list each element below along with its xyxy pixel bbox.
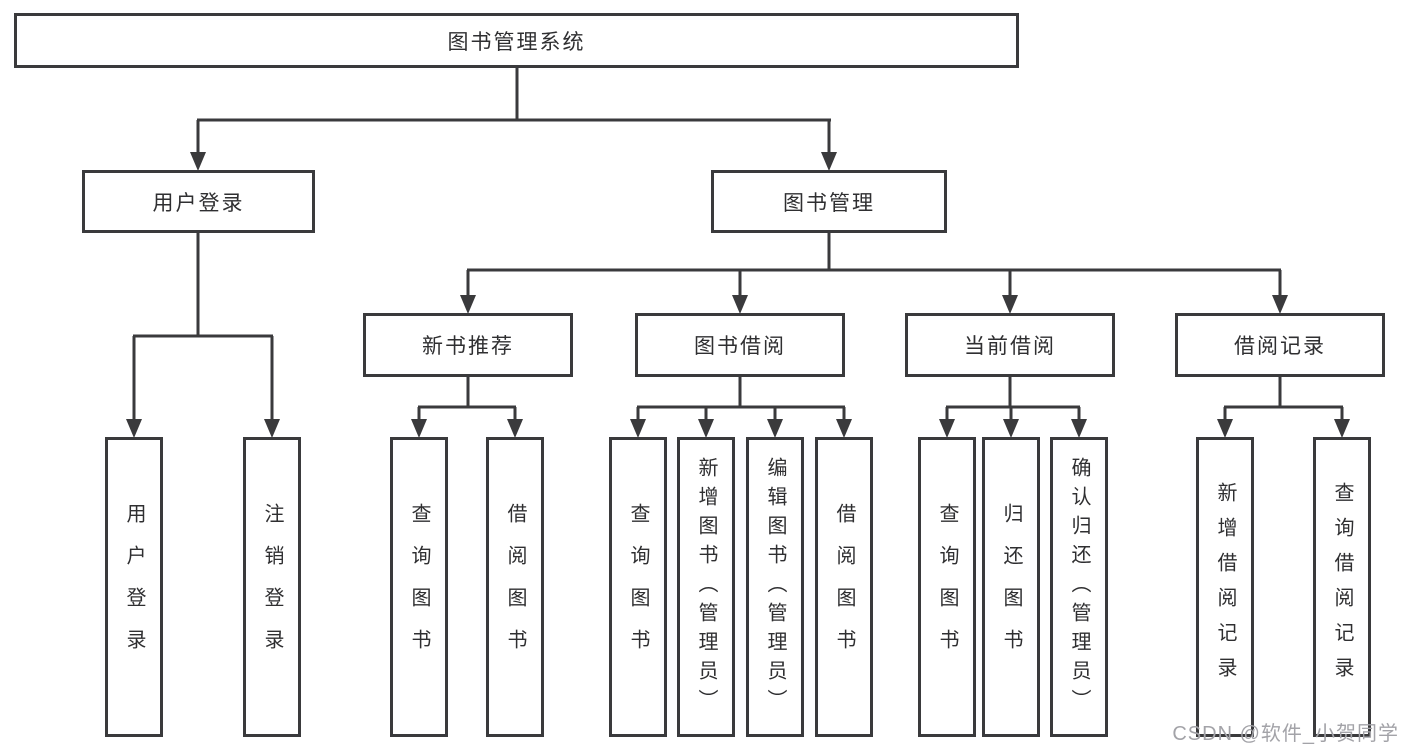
leaf-label: 确认归还（管理员） [1068, 456, 1090, 718]
node-label: 当前借阅 [964, 335, 1056, 358]
leaf-label: 查询借阅记录 [1331, 482, 1353, 692]
leaf-label: 注销登录 [261, 503, 283, 671]
node-user-login: 用户登录 [82, 170, 315, 233]
leaf-label: 归还图书 [1000, 503, 1022, 671]
leaf-label: 新增借阅记录 [1214, 482, 1236, 692]
node-library-system: 图书管理系统 [14, 13, 1019, 68]
node-label: 图书管理系统 [447, 30, 586, 54]
tree-edges [132, 68, 1344, 419]
leaf-borrow-books: 借阅图书 [815, 437, 873, 737]
node-current-borrowing: 当前借阅 [905, 313, 1115, 377]
leaf-label: 查询图书 [936, 503, 958, 671]
leaf-label: 编辑图书（管理员） [764, 456, 786, 718]
leaf-logout: 注销登录 [243, 437, 301, 737]
leaf-query-books-borrow: 查询图书 [609, 437, 667, 737]
leaf-label: 新增图书（管理员） [695, 456, 717, 718]
leaf-return-books: 归还图书 [982, 437, 1040, 737]
node-book-borrowing: 图书借阅 [635, 313, 845, 377]
leaf-borrow-books-recommend: 借阅图书 [486, 437, 544, 737]
leaf-label: 查询图书 [627, 503, 649, 671]
arrowhead-icons [126, 152, 1350, 438]
leaf-user-login: 用户登录 [105, 437, 163, 737]
leaf-label: 用户登录 [123, 503, 145, 671]
leaf-confirm-return-admin: 确认归还（管理员） [1050, 437, 1108, 737]
watermark-text: CSDN @软件_小贺同学 [1172, 723, 1399, 745]
leaf-edit-books-admin: 编辑图书（管理员） [746, 437, 804, 737]
node-label: 新书推荐 [422, 335, 514, 358]
leaf-label: 借阅图书 [833, 503, 855, 671]
node-label: 借阅记录 [1234, 335, 1326, 358]
node-label: 用户登录 [152, 191, 245, 215]
node-label: 图书管理 [783, 191, 875, 215]
node-new-book-recommendation: 新书推荐 [363, 313, 573, 377]
node-label: 图书借阅 [694, 335, 786, 358]
leaf-query-books-current: 查询图书 [918, 437, 976, 737]
leaf-query-books-recommend: 查询图书 [390, 437, 448, 737]
node-borrowing-records: 借阅记录 [1175, 313, 1385, 377]
node-book-management: 图书管理 [711, 170, 947, 233]
leaf-label: 借阅图书 [504, 503, 526, 671]
leaf-query-borrow-record: 查询借阅记录 [1313, 437, 1371, 737]
leaf-label: 查询图书 [408, 503, 430, 671]
leaf-add-borrow-record: 新增借阅记录 [1196, 437, 1254, 737]
leaf-add-books-admin: 新增图书（管理员） [677, 437, 735, 737]
